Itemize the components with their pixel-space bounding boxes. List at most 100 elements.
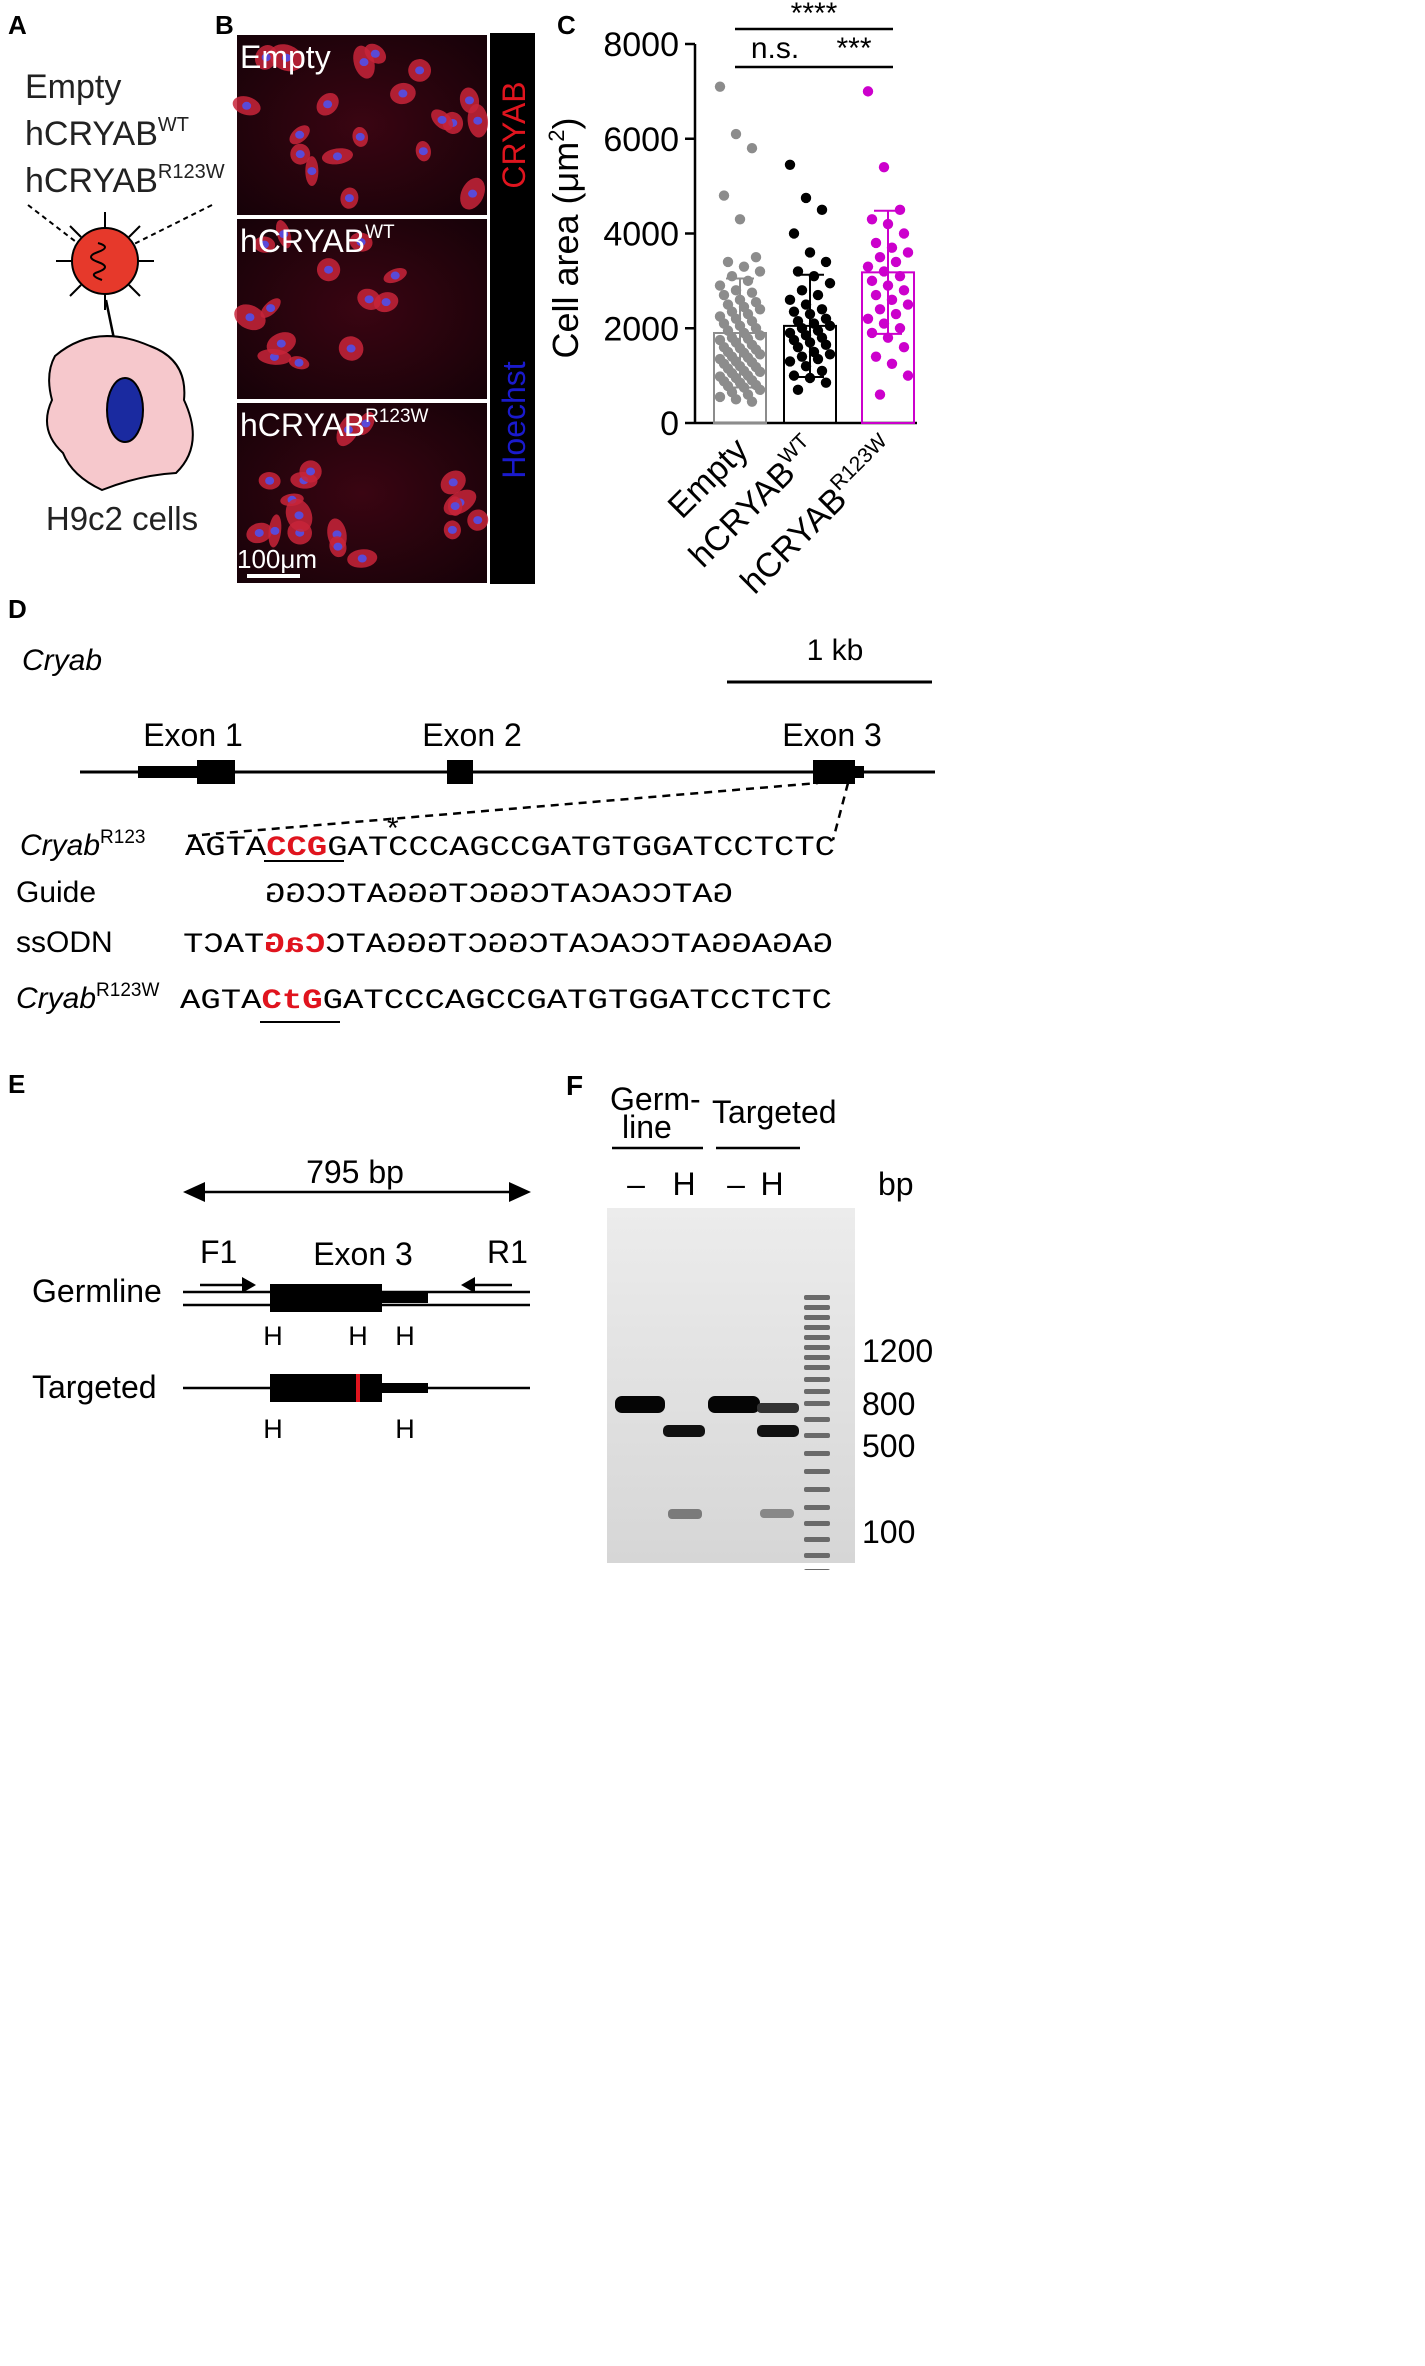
construct-empty: Empty xyxy=(25,68,121,106)
data-point xyxy=(820,339,832,351)
y-tick-label: 6000 xyxy=(603,121,679,159)
data-point xyxy=(882,218,894,230)
data-point xyxy=(902,370,914,381)
ladder-band xyxy=(804,1569,830,1570)
ladder-band xyxy=(804,1355,830,1360)
data-point xyxy=(820,377,832,388)
lane-1: – xyxy=(627,1166,645,1202)
data-point xyxy=(898,228,910,239)
data-point xyxy=(754,330,766,341)
channel-hoechst: Hoechst xyxy=(496,361,532,479)
data-point xyxy=(804,247,816,258)
zoom-line-right xyxy=(831,782,850,841)
data-point xyxy=(792,266,804,277)
data-point xyxy=(862,86,874,97)
micro-label-wt: hCRYABWT xyxy=(240,222,395,259)
site-h-2: H xyxy=(348,1321,368,1351)
lane-3: – xyxy=(727,1166,745,1202)
data-point xyxy=(886,358,898,369)
data-point xyxy=(784,159,796,171)
data-point xyxy=(804,308,816,320)
data-point xyxy=(898,342,910,353)
label-ssodn: ssODN xyxy=(16,926,113,959)
exon1-label: Exon 1 xyxy=(143,717,243,753)
data-point xyxy=(714,391,726,403)
panel-f: F Germ- line Targeted – H – H bp 1200 80… xyxy=(566,1070,933,1570)
panel-label-d: D xyxy=(8,594,27,624)
data-point xyxy=(788,370,800,381)
data-point xyxy=(886,294,898,306)
channel-legend xyxy=(490,33,535,584)
micro-label-empty: Empty xyxy=(240,39,331,75)
kb-scale-label: 1 kb xyxy=(807,634,864,667)
data-point xyxy=(808,270,820,282)
data-point xyxy=(754,366,766,378)
data-point xyxy=(824,278,836,289)
seq-ssodn: GAGAGGATCCACATCGGCTGGGATCCaGTACT xyxy=(183,930,833,961)
data-point xyxy=(792,384,804,396)
ladder-band xyxy=(804,1305,830,1310)
data-point xyxy=(870,351,882,362)
data-point xyxy=(886,242,898,253)
ladder-band xyxy=(804,1295,830,1300)
ladder-band xyxy=(804,1401,830,1406)
y-tick-label: 4000 xyxy=(603,216,679,254)
channel-cryab: CRYAB xyxy=(496,81,532,188)
targeted-map xyxy=(183,1374,530,1402)
data-point xyxy=(722,256,734,268)
significance-label: *** xyxy=(836,32,871,65)
data-point xyxy=(750,251,762,263)
data-point xyxy=(754,349,766,360)
cell-line-label: H9c2 cells xyxy=(46,500,198,537)
micro-label-r123w: hCRYABR123W xyxy=(240,406,429,443)
panel-label-b: B xyxy=(215,10,234,40)
panel-label-a: A xyxy=(8,10,27,40)
data-point xyxy=(804,372,816,384)
ladder-band xyxy=(804,1505,830,1510)
panel-a: A Empty hCRYABWT hCRYABR123W H9c2 cells xyxy=(8,10,225,537)
lane-4: H xyxy=(760,1166,783,1202)
data-point xyxy=(816,365,828,377)
label-guide: Guide xyxy=(16,876,96,909)
data-point xyxy=(902,299,914,310)
data-point xyxy=(816,204,828,216)
ladder-band xyxy=(804,1377,830,1382)
data-point xyxy=(754,304,766,315)
exon2-label: Exon 2 xyxy=(422,717,522,753)
data-point xyxy=(824,320,836,332)
germline-label: Germline xyxy=(32,1273,162,1309)
panel-label-c: C xyxy=(557,10,576,40)
data-point xyxy=(788,228,800,239)
germline-header-2: line xyxy=(622,1109,672,1145)
data-point xyxy=(890,308,902,320)
ladder-band xyxy=(804,1365,830,1370)
panel-d: D Cryab 1 kb Exon 1 Exon 2 Exon 3 * Crya… xyxy=(8,594,935,1023)
data-point xyxy=(866,214,878,225)
arrow-left-icon xyxy=(461,1277,512,1293)
data-point xyxy=(730,394,742,405)
construct-hcryab-wt: hCRYABWT xyxy=(25,114,189,153)
data-point xyxy=(800,299,812,310)
marker-1200: 1200 xyxy=(862,1333,933,1369)
ladder-band xyxy=(804,1345,830,1350)
data-point xyxy=(754,266,766,277)
data-point xyxy=(718,289,730,301)
data-point xyxy=(718,190,730,201)
data-point xyxy=(742,275,754,287)
data-point xyxy=(714,81,726,92)
y-tick-label: 8000 xyxy=(603,26,679,64)
targeted-label: Targeted xyxy=(32,1369,157,1405)
micrograph-1 xyxy=(232,35,488,215)
data-point xyxy=(738,261,750,272)
exon3-label-e: Exon 3 xyxy=(313,1236,413,1272)
site-h-4: H xyxy=(263,1414,283,1444)
data-point xyxy=(882,280,894,291)
data-point xyxy=(862,261,874,272)
significance-label: **** xyxy=(791,0,838,30)
marker-500: 500 xyxy=(862,1428,915,1464)
scale-bar-label: 100μm xyxy=(237,544,317,574)
site-h-3: H xyxy=(395,1321,415,1351)
data-point xyxy=(894,204,906,216)
data-point xyxy=(874,304,886,315)
data-point xyxy=(812,353,824,365)
